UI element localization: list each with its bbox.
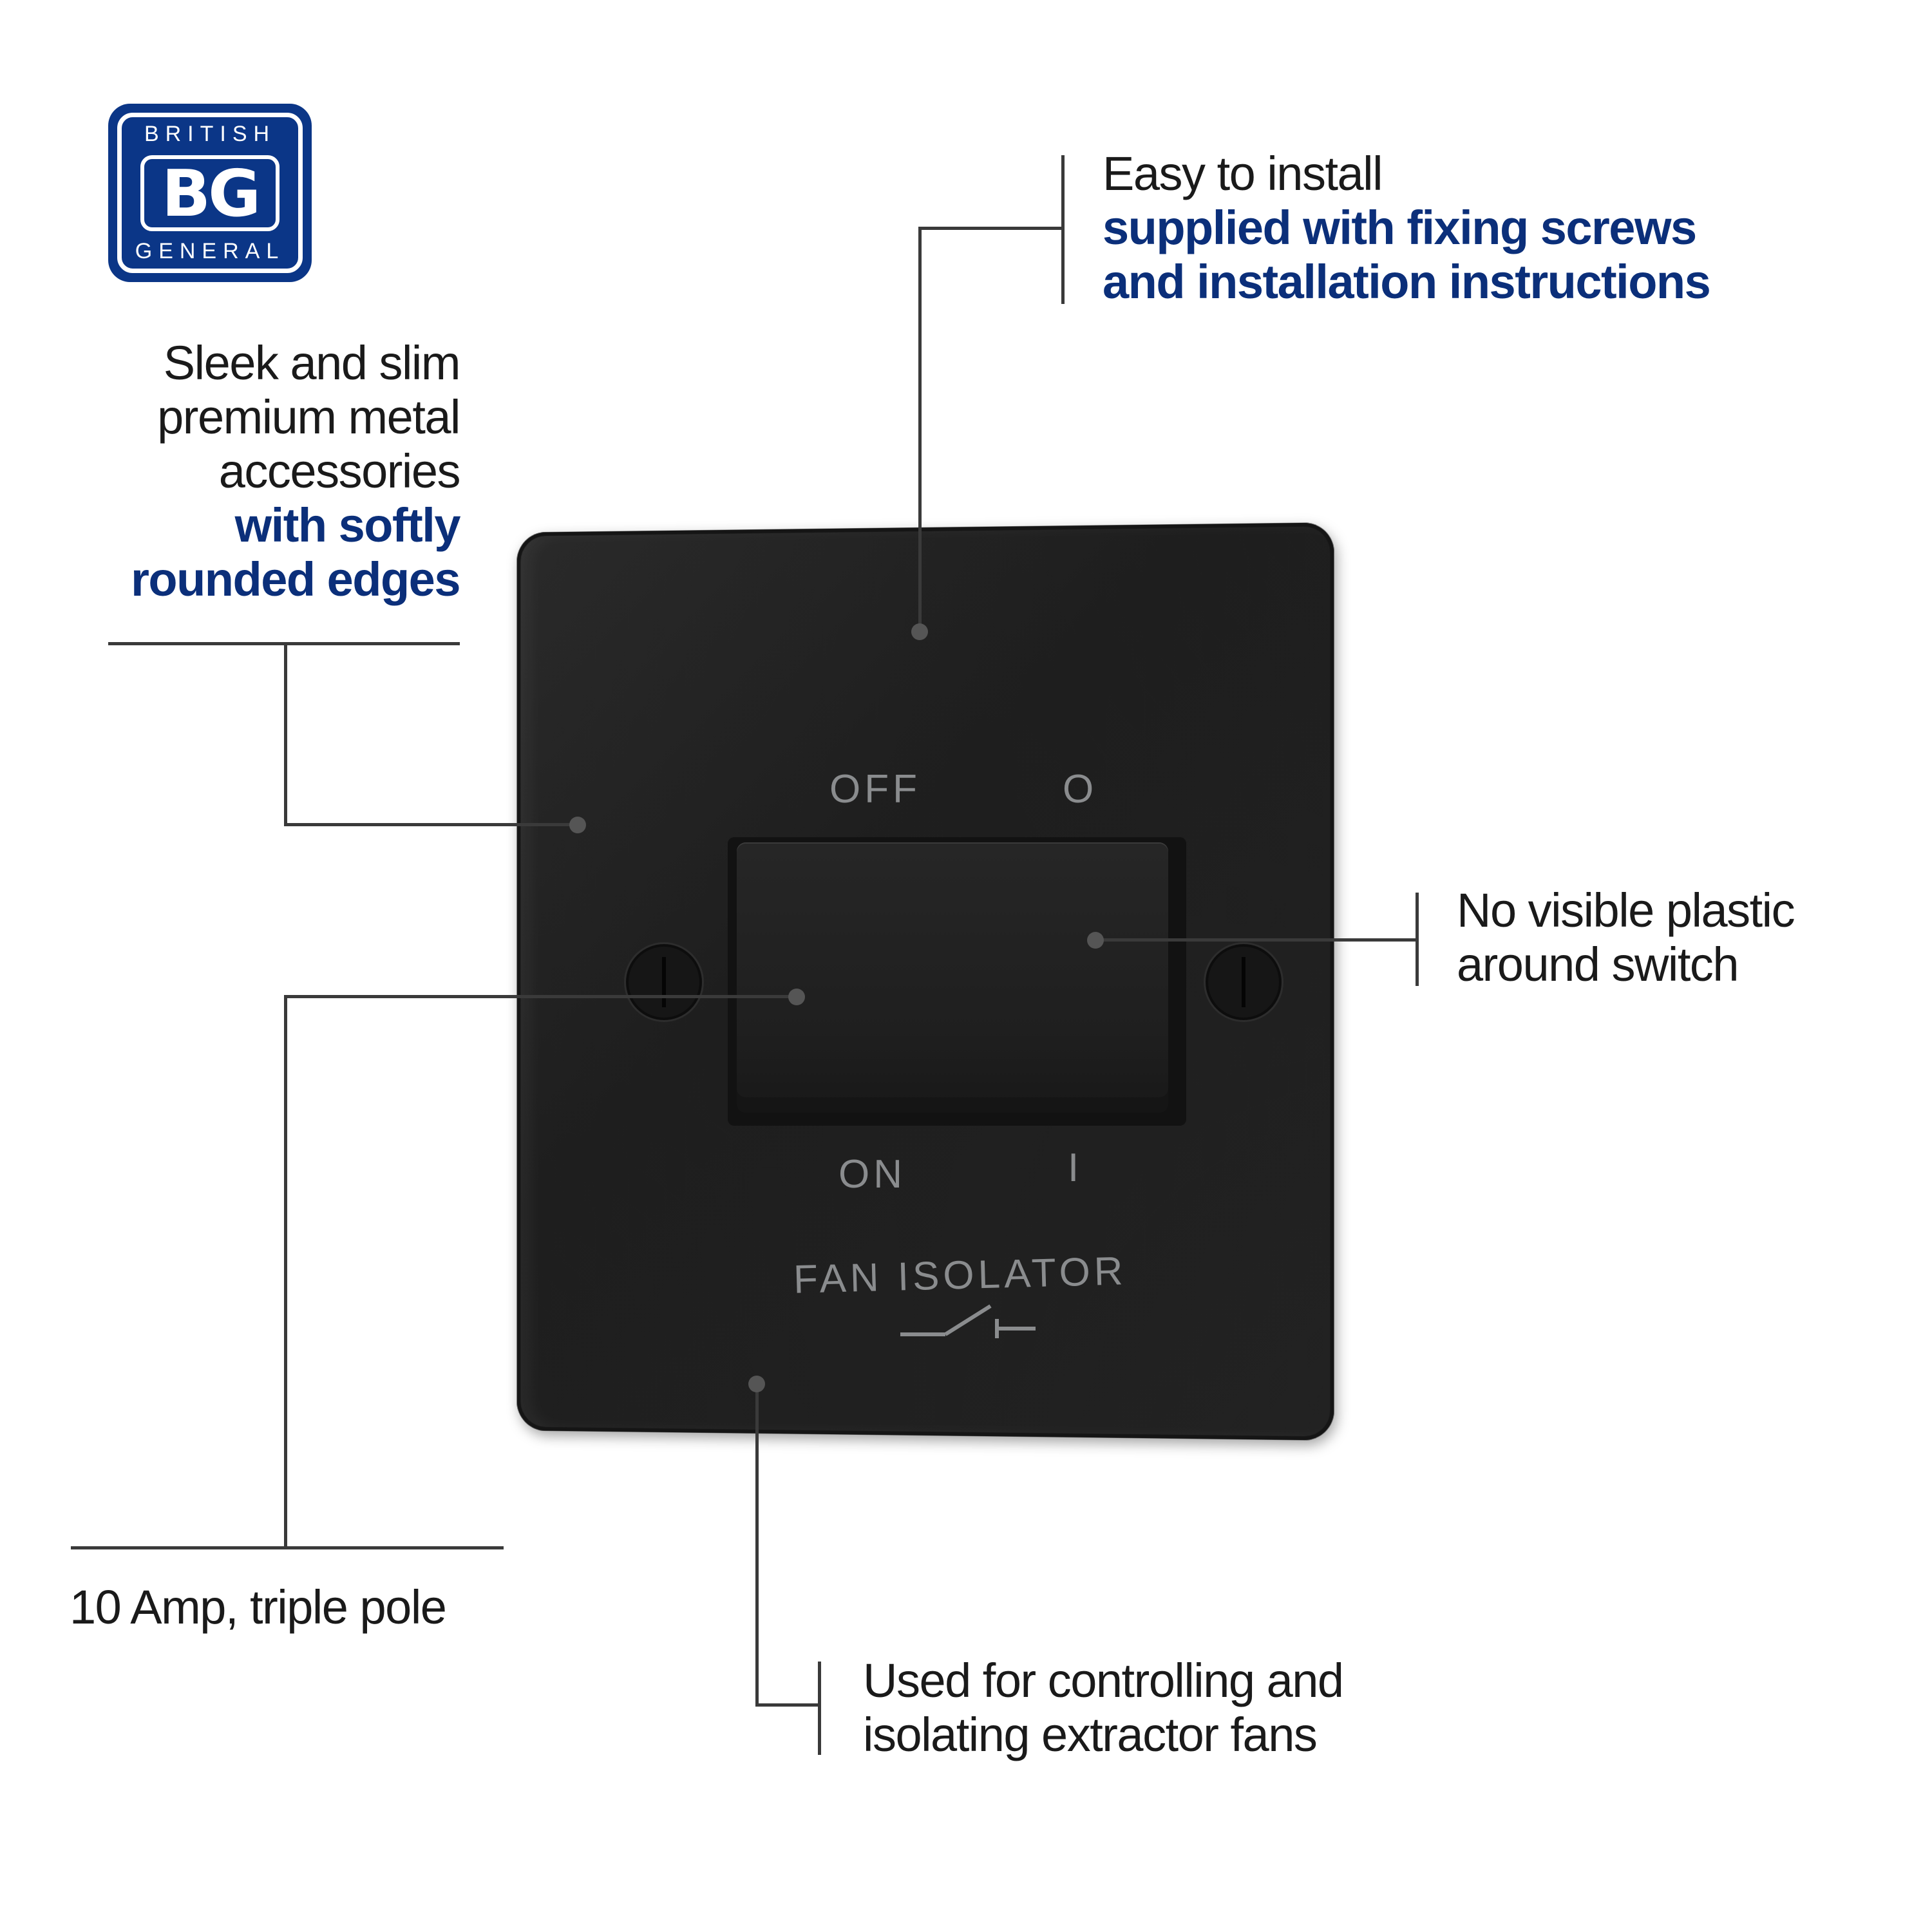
- callout-sleek-line-1: Sleek and slim: [163, 336, 461, 390]
- callout-rating: 10 Amp, triple pole: [70, 1580, 447, 1634]
- label-on: ON: [838, 1152, 906, 1197]
- label-off: OFF: [829, 767, 921, 811]
- leader-plastic-dot: [1087, 932, 1104, 949]
- right-fixing-screw: [1206, 944, 1282, 1020]
- callout-plastic-line-1: No visible plastic: [1457, 884, 1795, 937]
- leader-install-horizontal: [918, 227, 1063, 230]
- logo-monogram: BG: [161, 155, 261, 231]
- callout-sleek-highlight-2: rounded edges: [131, 553, 460, 606]
- callout-usage-line-1: Used for controlling and: [863, 1654, 1344, 1707]
- callout-sleek-line-2: premium metal: [157, 390, 460, 444]
- isolator-switch-symbol-icon: [900, 1304, 1036, 1338]
- callout-sleek: Sleek and slim premium metal accessories…: [131, 336, 460, 607]
- brand-logo: BRITISH BG GENERAL: [108, 104, 312, 282]
- callout-plastic-line-2: around switch: [1457, 938, 1739, 991]
- leader-rating-horizontal: [284, 995, 799, 998]
- leader-install-vertical: [918, 227, 922, 632]
- callout-sleek-line-3: accessories: [218, 444, 461, 498]
- callout-install-line: Easy to install: [1103, 147, 1383, 200]
- left-fixing-screw: [626, 944, 702, 1020]
- callout-plastic: No visible plastic around switch: [1457, 884, 1795, 992]
- callout-install: Easy to install supplied with fixing scr…: [1103, 147, 1711, 309]
- logo-text-bottom: GENERAL: [135, 239, 285, 263]
- rocker-switch[interactable]: [737, 842, 1168, 1113]
- leader-install-bracket: [1061, 155, 1065, 304]
- leader-usage-horizontal: [755, 1703, 820, 1707]
- product-title: FAN ISOLATOR: [793, 1249, 1128, 1302]
- logo-monogram-box: BG: [140, 155, 279, 231]
- callout-install-highlight-1: supplied with fixing screws: [1103, 201, 1697, 254]
- leader-sleek-vertical: [284, 643, 287, 826]
- leader-usage-bracket: [818, 1662, 821, 1755]
- logo-text-top: BRITISH: [144, 122, 276, 146]
- callout-sleek-highlight-1: with softly: [234, 498, 461, 552]
- leader-install-dot: [911, 623, 928, 640]
- leader-rating-dot: [788, 989, 805, 1005]
- leader-rating-rule: [71, 1546, 504, 1549]
- leader-sleek-dot: [569, 817, 586, 833]
- label-on-symbol: I: [1068, 1146, 1083, 1190]
- leader-sleek-horizontal: [284, 823, 577, 826]
- callout-usage: Used for controlling and isolating extra…: [863, 1654, 1344, 1762]
- callout-usage-line-2: isolating extractor fans: [863, 1708, 1318, 1761]
- leader-plastic-horizontal: [1095, 938, 1417, 942]
- leader-rating-vertical: [284, 995, 287, 1548]
- leader-usage-vertical: [755, 1385, 759, 1707]
- leader-usage-dot: [748, 1376, 765, 1392]
- label-off-symbol: O: [1063, 767, 1098, 811]
- callout-install-highlight-2: and installation instructions: [1103, 255, 1711, 308]
- logo-frame: [117, 113, 303, 273]
- leader-plastic-bracket: [1416, 893, 1419, 986]
